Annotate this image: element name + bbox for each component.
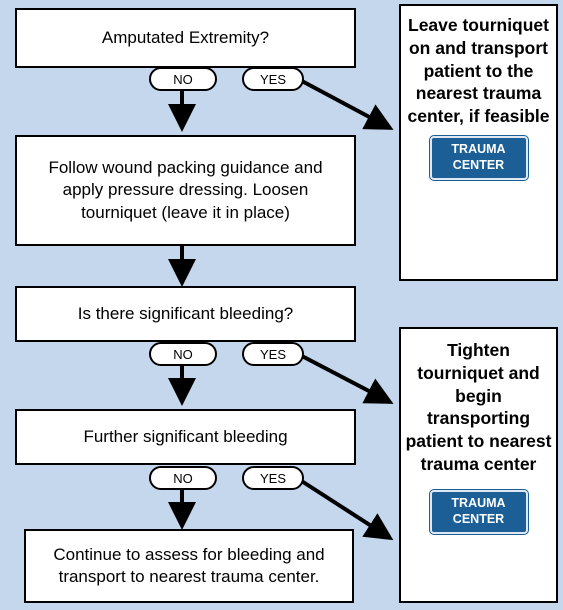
yes-label-2: YES — [242, 342, 304, 366]
yes-label-3: YES — [242, 466, 304, 490]
sign-line-1: TRAUMA — [451, 142, 506, 157]
arrow-yes-3 — [298, 478, 394, 541]
outcome-tighten-tourniquet-text: Tighten tourniquet and begin transportin… — [405, 340, 552, 474]
step-further-bleeding: Further significant bleeding — [15, 409, 356, 465]
sign-line-2: CENTER — [452, 157, 505, 172]
no-label-3: NO — [149, 466, 217, 490]
yes-label-1: YES — [242, 67, 304, 91]
no-label-2: NO — [149, 342, 217, 366]
sign-line-1: TRAUMA — [451, 495, 506, 510]
step-further-bleeding-text: Further significant bleeding — [83, 426, 288, 446]
step-significant-bleeding-text: Is there significant bleeding? — [77, 303, 294, 323]
no-label-1: NO — [149, 67, 217, 91]
outcome-tighten-tourniquet: Tighten tourniquet and begin transportin… — [399, 327, 558, 603]
step-wound-packing: Follow wound packing guidance and apply … — [15, 135, 356, 246]
step-amputated-extremity: Amputated Extremity? — [15, 8, 356, 68]
trauma-center-sign: TRAUMA CENTER — [429, 489, 528, 534]
trauma-center-sign: TRAUMA CENTER — [429, 135, 528, 180]
step-continue-assess: Continue to assess for bleeding and tran… — [24, 529, 354, 603]
arrow-yes-1 — [299, 78, 394, 130]
sign-line-2: CENTER — [452, 511, 505, 526]
outcome-leave-tourniquet: Leave tourniquet on and transport patien… — [399, 4, 558, 281]
step-amputated-extremity-text: Amputated Extremity? — [101, 27, 270, 47]
step-significant-bleeding: Is there significant bleeding? — [15, 286, 356, 342]
arrow-yes-2 — [299, 353, 394, 404]
step-wound-packing-text: Follow wound packing guidance and apply … — [48, 158, 323, 222]
step-continue-assess-text: Continue to assess for bleeding and tran… — [53, 544, 325, 586]
outcome-leave-tourniquet-text: Leave tourniquet on and transport patien… — [407, 15, 550, 126]
